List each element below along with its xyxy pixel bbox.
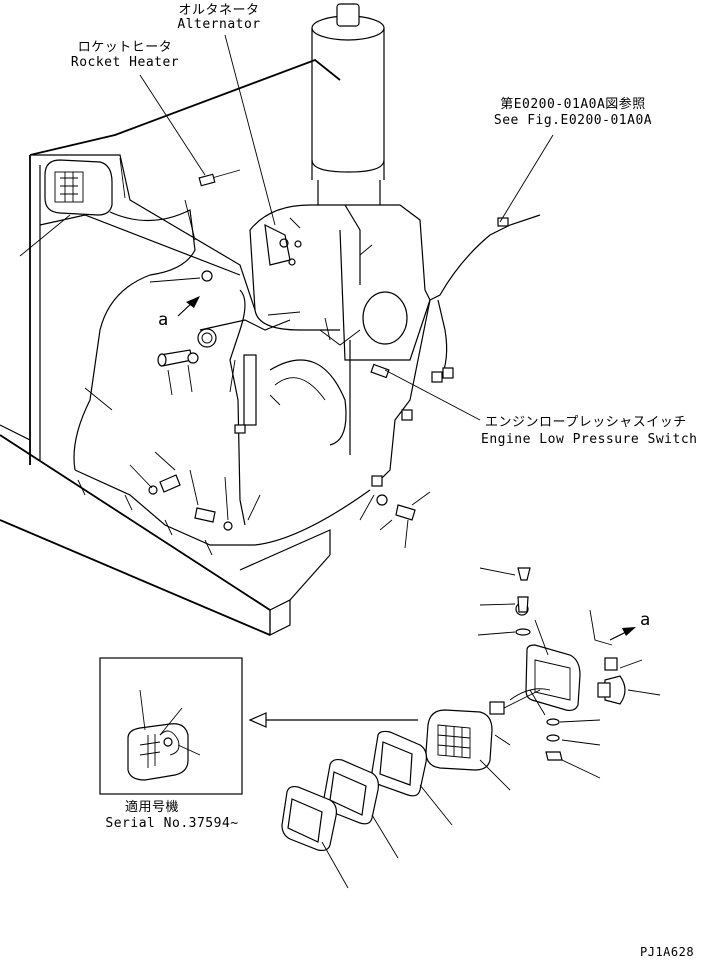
view-a-label-left: a (158, 310, 169, 330)
bottom-leaders (321, 567, 661, 889)
see-figure-label-jp: 第E0200-01A0A図参照 (500, 97, 646, 112)
rocket-heater-label-en: Rocket Heater (70, 55, 180, 70)
leader-lines (19, 34, 554, 549)
wiring-harness-drawing (73, 169, 541, 556)
view-a-label-right: a (640, 610, 651, 630)
drawing-code: PJ1A628 (640, 945, 695, 959)
serial-inset-drawing (99, 657, 243, 795)
headlamp-top-left-drawing (44, 159, 113, 216)
engine-block-drawing (249, 204, 431, 455)
see-figure-label-en: See Fig.E0200-01A0A (493, 113, 653, 128)
lamp-assembly-drawing (281, 567, 626, 852)
serial-label-en: Serial No.37594~ (105, 816, 239, 831)
air-cleaner-drawing (311, 3, 385, 205)
serial-label-jp: 適用号機 (124, 800, 180, 815)
switch-label-jp: エンジンロープレッシャスイッチ (485, 415, 687, 430)
alternator-label-en: Alternator (177, 17, 261, 32)
alternator-label-jp: オルタネータ (178, 3, 260, 18)
rocket-heater-label-jp: ロケットヒータ (77, 40, 173, 55)
radiator-frame-drawing (0, 58, 341, 636)
switch-label-en: Engine Low Pressure Switch (481, 432, 698, 447)
view-arrows (177, 296, 636, 728)
